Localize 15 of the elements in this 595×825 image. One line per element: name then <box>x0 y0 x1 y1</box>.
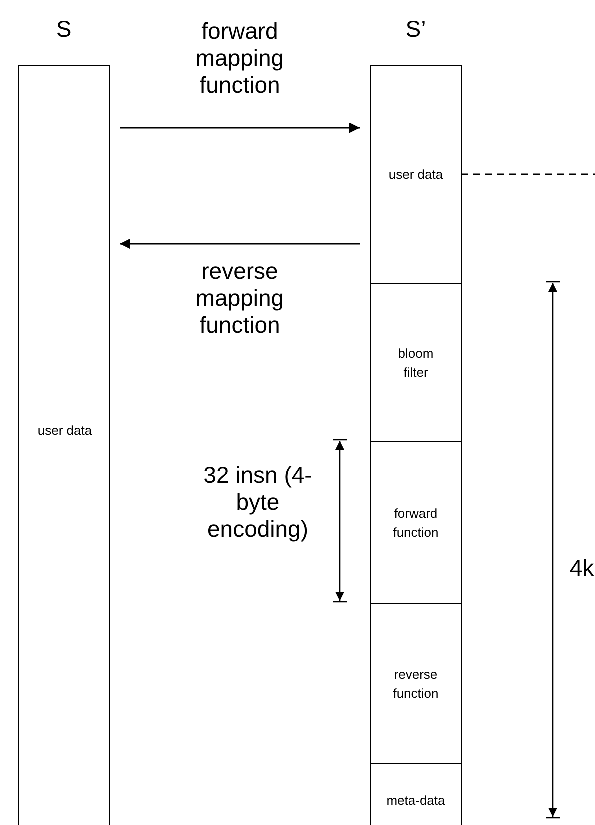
segment-label: bloom filter <box>397 344 435 382</box>
segment-label: reverse function <box>392 666 440 702</box>
arrow <box>120 122 360 134</box>
column-heading: S’ <box>404 16 428 43</box>
dimension-label: 32 insn (4-byte encoding) <box>202 462 314 543</box>
segment-label: user data <box>388 166 444 184</box>
column-heading: S <box>55 16 73 43</box>
segment-label: forward function <box>392 504 440 542</box>
segment-label: user data <box>36 422 94 440</box>
dimension-label: 4k <box>568 555 595 582</box>
dashed-line <box>461 174 595 176</box>
segment-label: meta-data <box>386 792 446 810</box>
edge-label: reverse mapping function <box>194 258 286 339</box>
edge-label: forward mapping function <box>194 18 286 99</box>
arrow <box>120 238 360 250</box>
